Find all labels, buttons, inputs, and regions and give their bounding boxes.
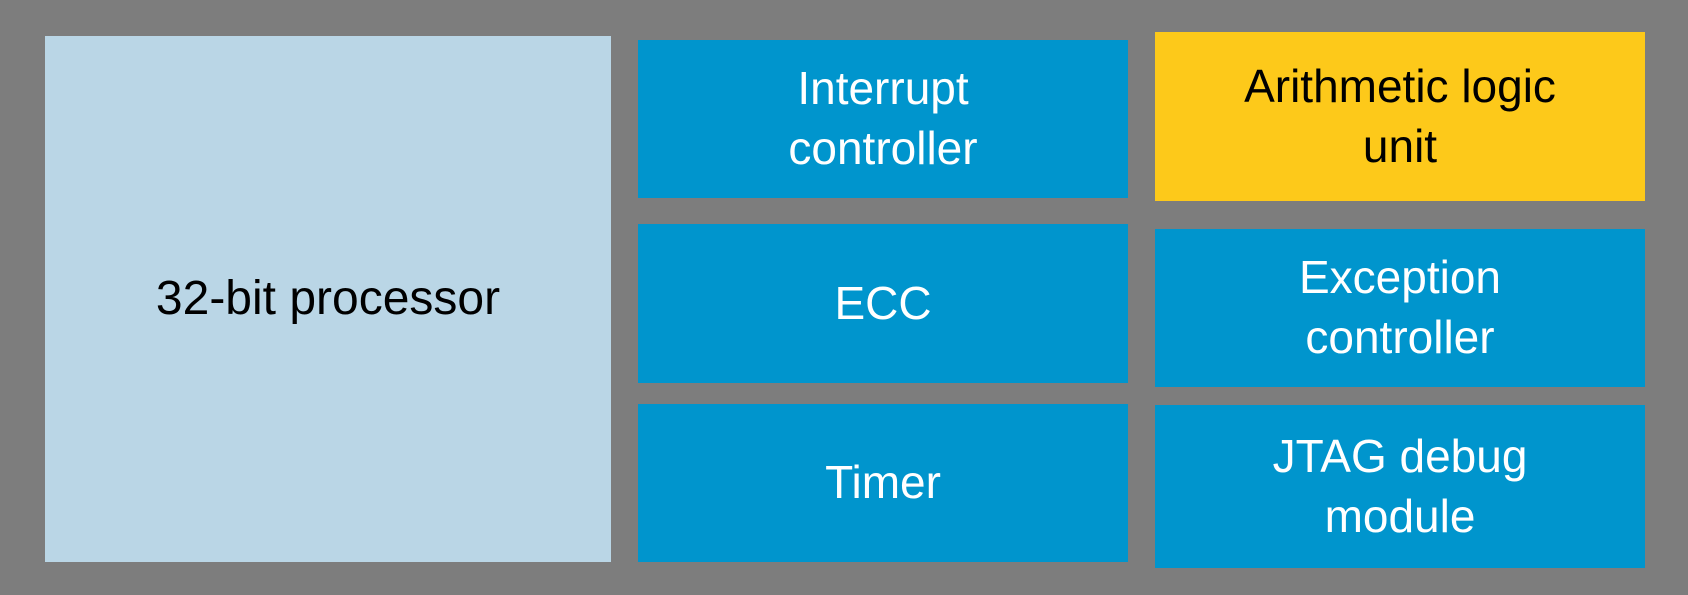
block-exception-controller-label: Exception controller xyxy=(1298,251,1501,363)
block-timer: Timer xyxy=(638,404,1128,562)
block-interrupt-controller: Interrupt controller xyxy=(638,40,1128,198)
block-jtag-debug-module-label: JTAG debug module xyxy=(1272,429,1528,542)
block-arithmetic-logic-unit: Arithmetic logic unit xyxy=(1155,32,1645,201)
block-ecc-label: ECC xyxy=(834,276,932,329)
block-32bit-processor: 32-bit processor xyxy=(45,36,611,562)
block-timer-label: Timer xyxy=(825,456,941,509)
block-interrupt-controller-label: Interrupt controller xyxy=(788,62,978,174)
block-exception-controller: Exception controller xyxy=(1155,229,1645,387)
block-ecc: ECC xyxy=(638,224,1128,383)
block-arithmetic-logic-unit-label: Arithmetic logic unit xyxy=(1244,59,1556,172)
block-32bit-processor-label: 32-bit processor xyxy=(155,271,501,325)
block-jtag-debug-module: JTAG debug module xyxy=(1155,405,1645,568)
